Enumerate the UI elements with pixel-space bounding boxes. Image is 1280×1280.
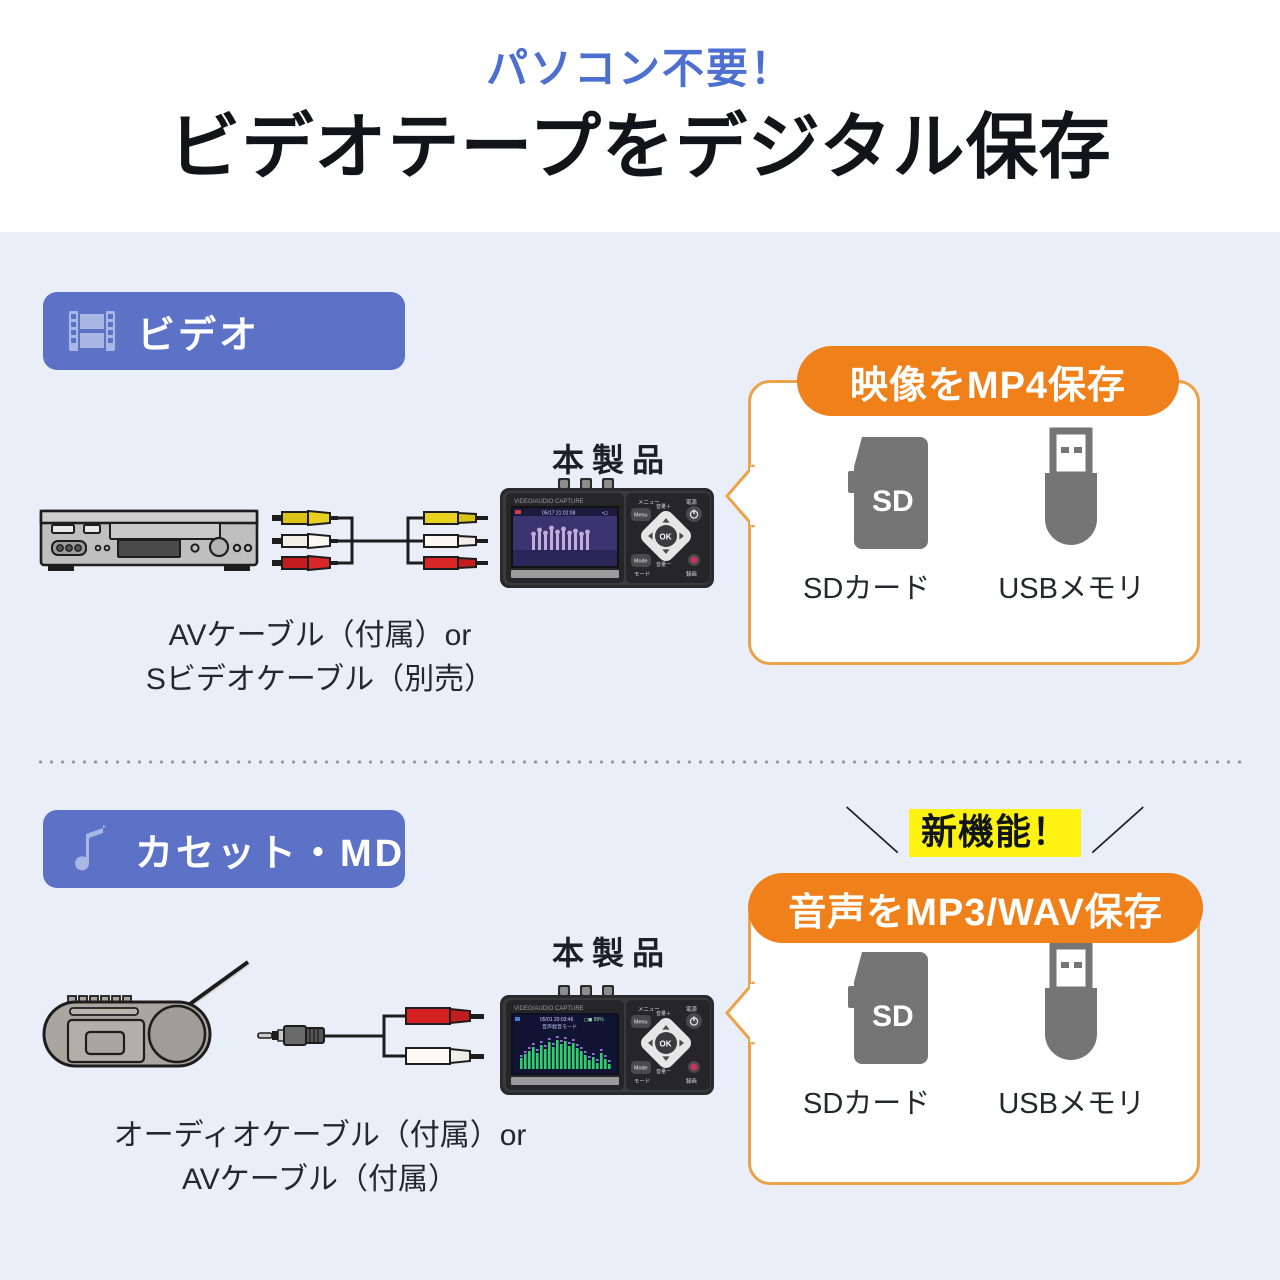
label-menu-top: メニュー: [638, 499, 660, 506]
music-note-icon: [69, 823, 109, 875]
category-badge-audio: カセット・MD: [43, 810, 405, 888]
svg-text:録画: 録画: [686, 1077, 697, 1085]
new-feature-label: 新機能！: [908, 809, 1081, 857]
label-record: 録画: [686, 570, 697, 578]
svg-text:モード: モード: [634, 1078, 650, 1085]
category-label-video: ビデオ: [137, 314, 261, 357]
caption-line: オーディオケーブル（付属）or: [113, 1119, 527, 1152]
device-brand-text: VIDEO/AUDIO CAPTURE: [514, 499, 584, 505]
caption-line: Sビデオケーブル（別売）: [145, 662, 495, 696]
film-strip-icon: [69, 311, 115, 351]
product-label-audio: 本製品: [552, 935, 673, 971]
output-badge-video: 映像をMP4保存: [797, 346, 1179, 416]
svg-text:05/01 20:03:46: 05/01 20:03:46: [540, 1017, 574, 1023]
rca-plug-white-left: [272, 532, 338, 550]
output-labels-video: SDカード USBメモリ: [751, 565, 1197, 607]
sd-card-icon: SD: [842, 437, 938, 549]
caption-line: AVケーブル（付属）or: [168, 619, 472, 652]
label-volume-up: 音量＋: [656, 503, 671, 510]
capture-device-audio: VIDEO/AUDIO CAPTURE 05/01 20:03:46 ◻◼ 89…: [498, 985, 716, 1097]
rca-plug-white: [405, 1047, 484, 1065]
slash-left-icon: ＼: [843, 804, 902, 861]
output-label-usb: USBメモリ: [998, 573, 1145, 605]
page-header: パソコン不要！ ビデオテープをデジタル保存: [0, 0, 1280, 232]
audio-cable-illustration: [257, 998, 490, 1078]
rca-plug-red-right: [423, 556, 488, 570]
output-card-video: SD SDカード USBメモリ: [725, 380, 1200, 665]
svg-text:Mode: Mode: [634, 1066, 648, 1072]
sd-card-icon: SD: [842, 952, 938, 1064]
vcr-illustration: [38, 505, 260, 577]
rca-plug-white-right: [423, 534, 488, 548]
label-volume-down: 音量ー: [656, 561, 671, 568]
svg-text:Mode: Mode: [634, 559, 648, 565]
usb-memory-icon: [1035, 427, 1107, 549]
label-mode: モード: [634, 571, 650, 578]
rca-plug-red: [405, 1007, 484, 1025]
sd-icon-text: SD: [872, 1000, 914, 1033]
new-feature-flag: ＼ 新機能！ ／: [844, 804, 1146, 861]
category-label-audio: カセット・MD: [135, 832, 406, 875]
card-notch-arrow: [724, 464, 756, 528]
section-divider: [35, 760, 1245, 764]
rca-plug-red-left: [272, 554, 338, 572]
capture-device-video: VIDEO/AUDIO CAPTURE 05/17 21:02:08 ▪◻: [498, 478, 716, 590]
rca-plug-yellow-right: [423, 511, 488, 525]
page-title: ビデオテープをデジタル保存: [168, 108, 1112, 188]
cable-caption-video: AVケーブル（付属）or Sビデオケーブル（別売）: [40, 614, 600, 701]
svg-text:◻◼ 89%: ◻◼ 89%: [584, 1017, 604, 1023]
card-notch-arrow: [724, 981, 756, 1045]
svg-text:OK: OK: [660, 1039, 672, 1048]
header-kicker: パソコン不要！: [485, 45, 794, 92]
output-badge-label-audio: 音声をMP3/WAV保存: [788, 891, 1163, 934]
usb-memory-icon: [1035, 942, 1107, 1064]
svg-text:音量＋: 音量＋: [656, 1010, 671, 1017]
output-badge-audio: 音声をMP3/WAV保存: [748, 873, 1203, 943]
svg-text:Menu: Menu: [634, 1020, 648, 1026]
radio-cassette-illustration: [38, 960, 268, 1072]
caption-line: AVケーブル（付属）: [182, 1162, 458, 1196]
audio-spectrum-peaks: [520, 1036, 611, 1062]
output-icons-audio: SD: [751, 942, 1197, 1064]
dpad: OK: [641, 511, 691, 561]
output-label-sd: SDカード: [803, 1088, 931, 1120]
rca-cable-illustration: [272, 505, 490, 577]
svg-text:電源: 電源: [686, 1005, 697, 1013]
menu-button: [631, 508, 651, 521]
category-badge-video: ビデオ: [43, 292, 405, 370]
sd-icon-text: SD: [872, 485, 914, 518]
label-power-top: 電源: [686, 498, 697, 506]
audio-spectrum-bars: [520, 1040, 611, 1069]
output-labels-audio: SDカード USBメモリ: [751, 1080, 1197, 1122]
rca-plug-yellow-left: [272, 509, 338, 527]
svg-text:音量ー: 音量ー: [656, 1068, 671, 1075]
output-badge-label-video: 映像をMP4保存: [849, 364, 1127, 407]
product-label-video: 本製品: [552, 442, 673, 478]
ok-button-label: OK: [660, 532, 672, 541]
cable-caption-audio: オーディオケーブル（付属）or AVケーブル（付属）: [40, 1114, 600, 1201]
output-label-sd: SDカード: [803, 573, 931, 605]
mode-button: [631, 554, 651, 567]
svg-text:Menu: Menu: [634, 513, 648, 519]
output-label-usb: USBメモリ: [998, 1088, 1145, 1120]
svg-text:音声録音モード: 音声録音モード: [542, 1024, 577, 1031]
device-status-text: 05/17 21:02:08: [542, 510, 576, 516]
output-icons-video: SD: [751, 427, 1197, 549]
svg-text:VIDEO/AUDIO CAPTURE: VIDEO/AUDIO CAPTURE: [514, 1006, 584, 1012]
output-card-audio: SD SDカード USBメモリ: [725, 895, 1200, 1185]
mini-jack-plug: [257, 1025, 325, 1046]
slash-right-icon: ／: [1088, 804, 1147, 861]
svg-text:メニュー: メニュー: [638, 1006, 660, 1013]
svg-text:▪◻: ▪◻: [602, 510, 608, 516]
